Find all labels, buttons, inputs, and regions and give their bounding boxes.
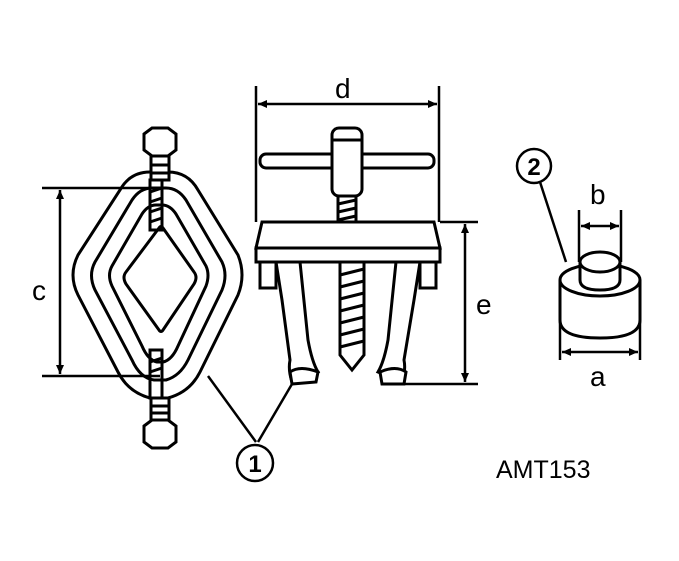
label-c: c	[32, 275, 46, 306]
callout-2-leader	[538, 181, 568, 263]
dimension-e	[404, 220, 478, 386]
callout-2-number: 2	[527, 154, 540, 181]
callout-1-leaders	[206, 375, 294, 443]
callout-1-circle	[235, 443, 275, 483]
clamp-ring	[71, 170, 244, 400]
dimension-b	[577, 210, 623, 262]
label-e: e	[476, 289, 492, 320]
dimension-a	[558, 320, 642, 360]
figure-code: AMT153	[496, 456, 590, 484]
callout-1-number: 1	[248, 451, 261, 478]
label-d: d	[335, 73, 351, 104]
label-a: a	[590, 361, 606, 392]
center-screw	[338, 260, 366, 373]
t-handle	[258, 126, 436, 224]
callout-2-circle	[515, 147, 553, 185]
bottom-bolt	[142, 348, 178, 450]
dimension-d	[254, 86, 441, 222]
dimension-c	[42, 186, 160, 378]
adapter-part	[558, 250, 642, 340]
top-bolt	[142, 126, 178, 232]
puller-jaws	[274, 260, 422, 386]
label-b: b	[590, 179, 606, 210]
